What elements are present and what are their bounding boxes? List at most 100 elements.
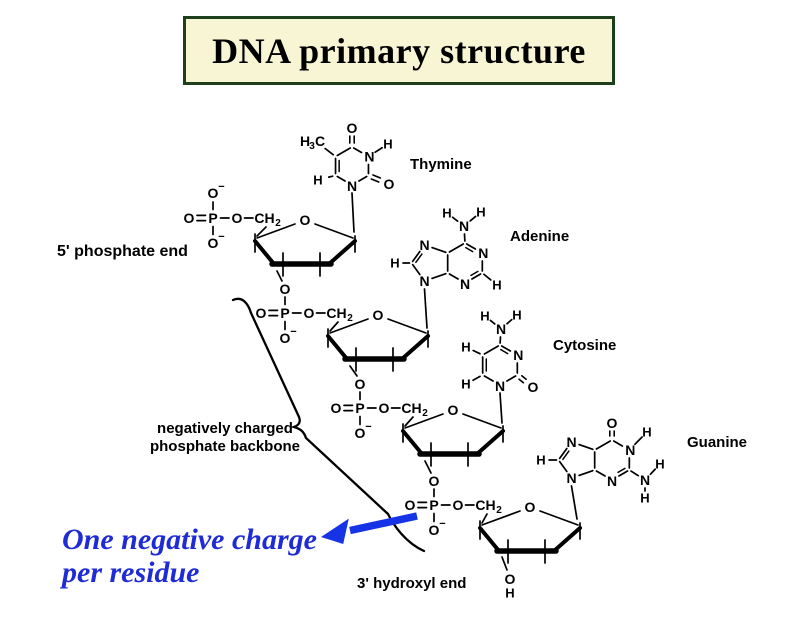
bond (617, 467, 626, 474)
atom-label: CH (254, 210, 274, 226)
atom-label: N (513, 347, 523, 363)
atom-label: H (492, 278, 501, 293)
bond (472, 349, 481, 355)
bond (329, 318, 369, 334)
atom-label: P (355, 400, 364, 416)
atom-label: O (300, 212, 311, 228)
bond (500, 345, 512, 352)
atom-label: H (461, 377, 470, 392)
bond (358, 175, 368, 182)
atom-label: 2 (496, 505, 502, 516)
base-label-thymine: Thymine (410, 156, 472, 173)
bond (499, 392, 503, 424)
bond (595, 440, 612, 450)
atom-label: O (304, 305, 315, 321)
charge-arrow-head (321, 518, 349, 544)
bond (478, 526, 501, 553)
bond (470, 270, 479, 277)
atom-label: H (461, 340, 470, 355)
atom-label: O (331, 400, 342, 416)
bond (465, 243, 477, 250)
bond (352, 147, 363, 154)
bond (501, 556, 508, 571)
bond (448, 243, 465, 253)
bond (462, 413, 502, 429)
bond (276, 270, 283, 282)
bond (465, 246, 474, 253)
atom-label: 2 (347, 313, 353, 324)
bond (481, 510, 521, 526)
atom-label: H (383, 137, 392, 152)
hydroxyl-o: O (505, 571, 516, 587)
bond (370, 178, 380, 183)
minus-charge: − (365, 421, 371, 433)
atom-label: O (208, 185, 219, 201)
three-prime-hydroxyl: OH (501, 556, 516, 601)
atom-label: H (480, 309, 489, 324)
bond (326, 334, 349, 361)
bond (349, 365, 358, 377)
atom-label: N (640, 472, 650, 488)
bond (374, 146, 383, 154)
bond (558, 447, 568, 460)
bond (612, 440, 624, 447)
atom-label: CH (475, 497, 495, 513)
atom-label: O (528, 379, 539, 395)
atom-label: N (347, 178, 357, 194)
base-label-cytosine: Cytosine (553, 337, 616, 354)
bond (336, 175, 346, 182)
page-title: DNA primary structure (212, 30, 586, 71)
minus-charge: − (218, 231, 224, 243)
minus-charge: − (439, 518, 445, 530)
bond (387, 318, 427, 334)
atom-label: N (364, 148, 374, 164)
atom-label: 3 (309, 141, 315, 152)
minus-charge: − (218, 181, 224, 193)
atom-label: P (429, 497, 438, 513)
charge-arrow (321, 512, 418, 544)
atom-label: O (429, 473, 440, 489)
atom-label: H (512, 308, 521, 323)
atom-label: P (280, 305, 289, 321)
bond (506, 375, 517, 382)
atom-label: N (566, 470, 576, 486)
atom-label: P (208, 210, 217, 226)
atom-label: H (390, 256, 399, 271)
bond (336, 147, 352, 157)
bond (256, 223, 296, 239)
atom-label: O (184, 210, 195, 226)
backbone-bridges (276, 270, 432, 474)
atom-label: H (476, 205, 485, 220)
bond (372, 174, 382, 179)
atom-label: N (566, 434, 576, 450)
bond (400, 334, 430, 361)
bond (634, 436, 643, 446)
atom-label: O (405, 497, 416, 513)
atom-label: CH (326, 305, 346, 321)
bond (431, 246, 447, 254)
bond (630, 470, 640, 477)
atom-label: O (347, 120, 358, 136)
bond (256, 226, 267, 237)
atom-label: N (478, 245, 488, 261)
atom-label: N (496, 321, 506, 337)
atom-label: H (655, 457, 664, 472)
atom-label: O (280, 330, 291, 346)
atom-label: 2 (422, 408, 428, 419)
bond (483, 345, 500, 355)
bond (423, 288, 428, 329)
bond (521, 374, 527, 381)
five-prime-label: 5' phosphate end (57, 243, 188, 260)
bond (404, 413, 444, 429)
atom-label: O (525, 499, 536, 515)
charge-note-line2: per residue (59, 556, 200, 589)
atom-label: CH (401, 400, 421, 416)
bond (558, 460, 568, 473)
minus-charge: − (290, 326, 296, 338)
bond (451, 216, 459, 222)
